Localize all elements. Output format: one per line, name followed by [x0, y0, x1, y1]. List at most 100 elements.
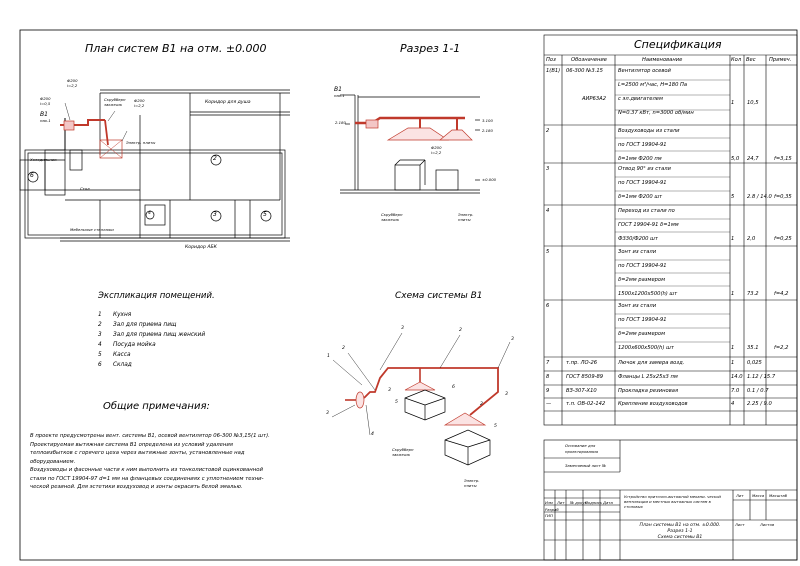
- scheme-label: 5: [395, 400, 398, 405]
- spec-cell-prim: f=3,15: [774, 156, 792, 162]
- spec-cell-name: Воздуховоды из стали: [618, 128, 680, 134]
- spec-cell-ves: 10,5: [747, 100, 759, 106]
- section-label-plity: плиты: [458, 217, 471, 222]
- spec-table-grid: [543, 34, 798, 426]
- plan-room-2: 2: [213, 155, 217, 162]
- spec-header: Обозначение: [571, 57, 607, 63]
- spec-cell-ves: 35.1: [747, 345, 759, 351]
- spec-header: Поз: [546, 57, 556, 63]
- plan-room-4: 4: [148, 211, 151, 216]
- spec-cell-kol: 5: [731, 194, 735, 200]
- plan-label-phi200-b: Ф200: [40, 96, 51, 101]
- spec-cell-name: по ГОСТ 19904-91: [618, 317, 667, 323]
- spec-cell-name: ГОСТ 19904-91 δ=1мм: [618, 222, 679, 228]
- spec-cell-name: L=2500 м³/час, H=180 Па: [618, 82, 688, 88]
- stamp-project: Устройство приточно-вытяжной механи- чес…: [624, 494, 721, 509]
- spec-cell-name: по ГОСТ 19904-91: [618, 142, 667, 148]
- stamp-masshtab: Масштаб: [769, 493, 788, 498]
- section-label-pax1: пах.1: [334, 93, 345, 98]
- spec-cell-obozn: ГОСТ 8509-89: [566, 374, 604, 380]
- spec-cell-name: δ=2мм размером: [618, 331, 666, 337]
- spec-cell-ves: 2,0: [747, 236, 756, 242]
- stamp-sheet-title-line: План системы В1 на отм. ±0.000.: [639, 523, 721, 528]
- plan-label-i-c: i=2,2: [134, 103, 145, 108]
- section-label-phi200: Ф200: [431, 145, 442, 150]
- scheme-label: 2: [459, 328, 462, 333]
- stamp-massa: Масса: [752, 493, 765, 498]
- spec-cell-kol: 1: [731, 360, 735, 366]
- plan-label-i-a: i=2,2: [67, 83, 78, 88]
- stamp-sheet-title: План системы В1 на отм. ±0.000. Разрез 1…: [630, 523, 730, 541]
- spec-cell-name: 1200x600x500(h) шт: [618, 345, 674, 351]
- spec-cell-name: Прокладка резиновая: [618, 388, 679, 394]
- spec-cell-ves: 73.2: [747, 291, 759, 297]
- spec-cell-name: δ=2мм размером: [618, 277, 666, 283]
- stamp-sheet-title-line: Схема системы В1: [657, 535, 703, 540]
- stamp-razrab: Разраб: [545, 507, 559, 512]
- spec-cell-name: по ГОСТ 19904-91: [618, 263, 667, 269]
- section-level-2180: 2.180: [335, 120, 346, 125]
- spec-cell-name: Зонт из стали: [618, 303, 657, 309]
- scheme-label: 3: [388, 388, 391, 393]
- scheme-label: 4: [371, 432, 374, 437]
- plan-label-zakazchik: заказчик: [104, 102, 122, 107]
- plan-label-stol: Стол: [80, 186, 90, 191]
- stamp-col-lit: Лит: [557, 500, 565, 505]
- scheme-label: 3: [401, 326, 404, 331]
- spec-cell-name: Отвод 90° из стали: [618, 166, 671, 172]
- plan-label-electro: Электр. плиты: [126, 140, 156, 145]
- spec-cell-poz: 5: [546, 249, 550, 255]
- spec-cell-obozn: ВЗ-307-Х10: [566, 388, 597, 394]
- notes-title: Общие примечания:: [103, 401, 210, 412]
- stamp-gip: ГИП: [545, 513, 553, 518]
- scheme-label: 2: [342, 346, 345, 351]
- spec-header: Вес: [746, 57, 756, 63]
- scheme-title: Схема системы В1: [395, 291, 483, 301]
- spec-cell-poz: 3: [546, 166, 550, 172]
- scheme-label: 2: [480, 402, 483, 407]
- stamp-zamenen: Заменяемый лист №: [565, 463, 606, 468]
- stamp-proektirovaniya: проектирования: [565, 449, 599, 454]
- stamp-col-podpis: Подпись: [585, 500, 603, 505]
- section-level-2180r: 2.180: [482, 128, 493, 133]
- scheme-label: 3: [326, 411, 329, 416]
- section-drawing: [340, 94, 480, 194]
- spec-header-row: Поз Обозначение Наименование Кол Вес При…: [544, 57, 797, 65]
- scheme-label-plity: плиты: [464, 483, 477, 488]
- plan-room-3: 3: [213, 211, 217, 218]
- spec-cell-ves: 2.8 / 14.0: [747, 194, 772, 200]
- spec-cell-poz: 2: [546, 128, 550, 134]
- plan-label-b1: В1: [40, 111, 48, 118]
- section-level-0000: ±0.000: [482, 177, 497, 182]
- notes-line: Воздуховоды и фасонные части к ним выпол…: [30, 467, 263, 473]
- plan-label-pax1: пах.1: [40, 118, 51, 123]
- spec-cell-prim: f=4,2: [774, 291, 789, 297]
- spec-cell-name: по ГОСТ 19904-91: [618, 180, 667, 186]
- notes-line: теплоизбытков с горячего цеха через вытя…: [30, 450, 245, 456]
- spec-cell-ves: 0.1 / 0.7: [747, 388, 769, 394]
- stamp-osnovanie: Основание для: [565, 443, 596, 448]
- section-label-b1: В1: [334, 86, 342, 93]
- title-block-grid: [543, 439, 798, 561]
- spec-cell-kol: 4: [731, 401, 735, 407]
- stamp-col-data: Дата: [603, 500, 613, 505]
- spec-cell-ves: 0,025: [747, 360, 762, 366]
- plan-drawing: [19, 89, 290, 242]
- stamp-col-ndok: № докум: [570, 500, 588, 505]
- spec-cell-poz: —: [546, 401, 552, 407]
- section-label-skrubber: Скрубберн: [381, 212, 403, 217]
- spec-cell-name: δ=1мм Ф200 шт: [618, 194, 663, 200]
- spec-header: Примеч.: [769, 57, 792, 63]
- notes-line: оборудованием.: [30, 458, 76, 465]
- spec-cell-name: Лючок для замера возд.: [618, 360, 685, 366]
- plan-label-phi200-c: Ф200: [134, 98, 145, 103]
- stamp-listov: Листов: [760, 522, 775, 527]
- spec-cell-kol: 1: [731, 291, 735, 297]
- scheme-label: 3: [505, 392, 508, 397]
- stamp-lit: Лит: [736, 493, 744, 498]
- spec-cell-obozn2: АИР63А2: [582, 96, 607, 102]
